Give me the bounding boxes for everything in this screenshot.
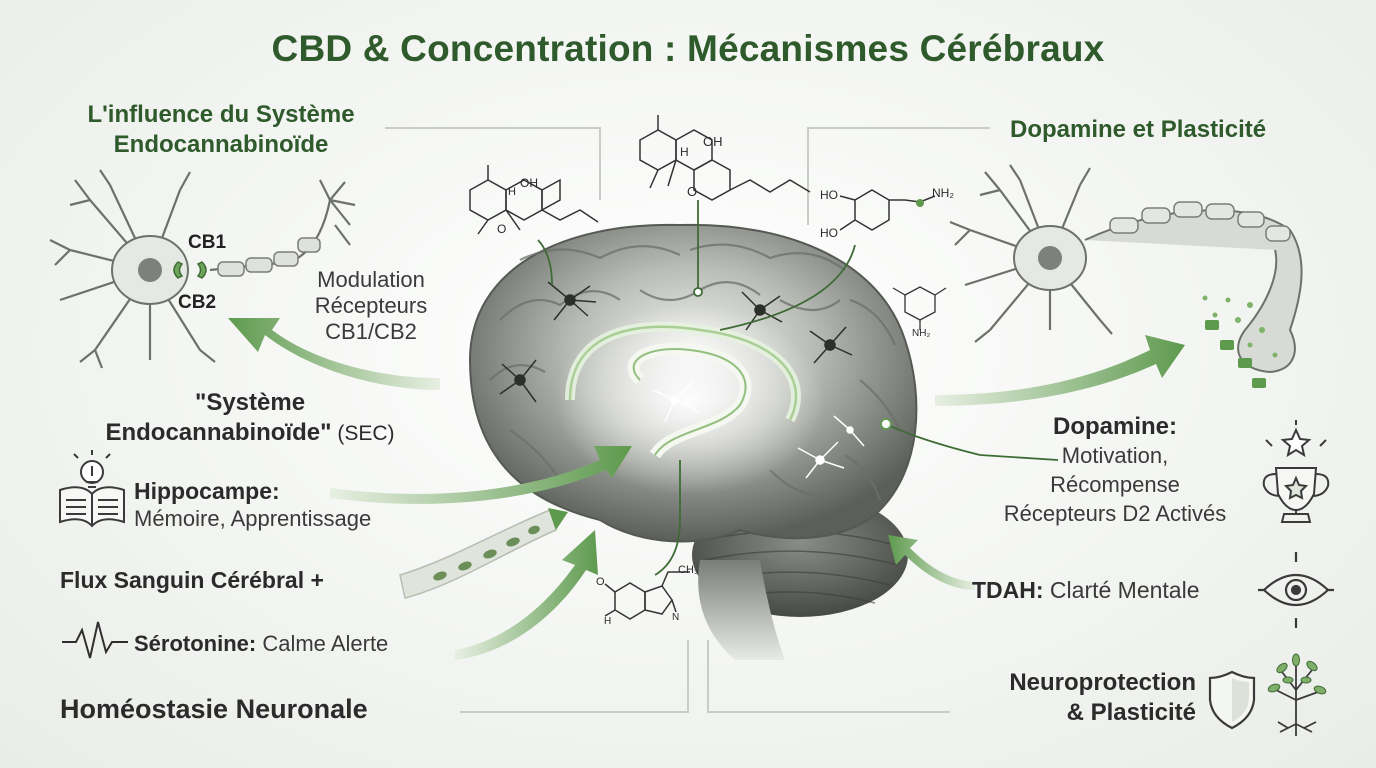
serotonin-title: Sérotonine: xyxy=(134,631,257,656)
molecule-label-o-1: O xyxy=(497,222,507,236)
connector-lines xyxy=(385,127,990,713)
cb1-label: CB1 xyxy=(188,232,227,253)
molecule-serotonin xyxy=(604,571,690,620)
molecule-label-oh-2: OH xyxy=(703,134,723,149)
serotonin-label-h: H xyxy=(604,616,612,627)
trophy-star-icon xyxy=(1262,420,1330,523)
sec-heading-line-2: Endocannabinoïde xyxy=(113,131,329,158)
blood-flow-label: Flux Sanguin Cérébral + xyxy=(60,567,324,593)
serotonin-label-ch3: CH₃ xyxy=(678,564,699,576)
adhd-text: Clarté Mentale xyxy=(1043,577,1200,603)
modulation-line-2: Récepteurs xyxy=(314,293,428,318)
serotonin-label-n: N xyxy=(672,612,680,623)
dopamine-line-2: Récompense xyxy=(1050,472,1180,497)
molecule-dopamine xyxy=(839,189,936,231)
neuroprotection-line-2: & Plasticité xyxy=(1066,699,1196,726)
adhd-title: TDAH: xyxy=(972,577,1044,603)
dopamine-label-ho-2: HO xyxy=(820,226,838,240)
lightbulb-book-icon xyxy=(59,450,125,528)
cb2-label: CB2 xyxy=(178,292,217,313)
dopamine-label: Dopamine: Motivation, Récompense Récepte… xyxy=(970,412,1260,528)
sec-label-suffix: (SEC) xyxy=(331,422,395,445)
blood-vessel-icon xyxy=(399,508,568,599)
neuroprotection-label: Neuroprotection & Plasticité xyxy=(960,668,1196,728)
hippocampus-text: Mémoire, Apprentissage xyxy=(134,506,372,531)
dopamine-label-ho-1: HO xyxy=(820,188,838,202)
molecule-label-h-1: H xyxy=(508,186,516,198)
hippocampus-title: Hippocampe: xyxy=(134,478,280,504)
dopamine-title: Dopamine: xyxy=(1052,413,1177,440)
molecule-label-h-2: H xyxy=(680,145,689,159)
brain-neurons xyxy=(499,281,853,403)
sec-label: "Système Endocannabinoïde" (SEC) xyxy=(60,388,440,449)
modulation-line-1: Modulation xyxy=(317,267,425,292)
serotonin-label-o: O xyxy=(596,576,605,588)
neuron-icon-right xyxy=(949,164,1113,343)
dopamine-line-1: Motivation, xyxy=(1061,443,1169,468)
molecule-label-oh-1: OH xyxy=(520,176,538,190)
modulation-label: Modulation Récepteurs CB1/CB2 xyxy=(296,267,446,345)
modulation-line-3: CB1/CB2 xyxy=(325,319,417,344)
molecule-cbd-left xyxy=(469,165,599,235)
brain-sparks xyxy=(652,381,865,479)
brain-stem xyxy=(698,560,785,660)
pointer-lines xyxy=(537,200,1059,576)
tree-roots-icon xyxy=(1267,653,1327,736)
hippocampus-label: Hippocampe: Mémoire, Apprentissage xyxy=(134,478,371,532)
molecule-small xyxy=(892,286,947,330)
page-title: CBD & Concentration : Mécanismes Cérébra… xyxy=(271,28,1105,69)
dopamine-label-nh2: NH₂ xyxy=(932,186,954,200)
serotonin-text: Calme Alerte xyxy=(256,631,389,656)
sec-label-line-1: "Système xyxy=(194,389,306,416)
dopamine-line-3: Récepteurs D2 Activés xyxy=(1003,501,1227,526)
receptor-cb-icon xyxy=(173,261,207,279)
arrow-to-sec xyxy=(228,318,440,390)
sec-heading-line-1: L'influence du Système xyxy=(87,101,355,128)
arrow-to-hippocampus xyxy=(330,446,632,504)
arrow-from-serotonin xyxy=(455,530,598,660)
eye-icon xyxy=(1258,552,1334,628)
homeostasis-label: Homéostasie Neuronale xyxy=(60,694,368,724)
neuroprotection-line-1: Neuroprotection xyxy=(1009,669,1196,696)
receptor-d2-icon xyxy=(1205,320,1266,388)
sec-heading: L'influence du Système Endocannabinoïde xyxy=(56,100,386,160)
molecule-label-nh2-small: NH₂ xyxy=(912,328,931,339)
molecule-thc-center xyxy=(639,115,811,201)
arrow-to-dopamine xyxy=(935,335,1185,406)
pulse-wave-icon xyxy=(62,621,128,659)
shield-icon xyxy=(1208,670,1256,730)
dopamine-heading: Dopamine et Plasticité xyxy=(1010,116,1267,143)
sec-label-line-2: Endocannabinoïde" xyxy=(105,419,332,446)
serotonin-label: Sérotonine: Calme Alerte xyxy=(134,631,388,657)
synapse-vesicles xyxy=(1202,295,1278,358)
adhd-label: TDAH: Clarté Mentale xyxy=(972,577,1200,604)
arrow-from-adhd xyxy=(888,535,975,590)
molecule-label-o-2: O xyxy=(687,184,698,199)
